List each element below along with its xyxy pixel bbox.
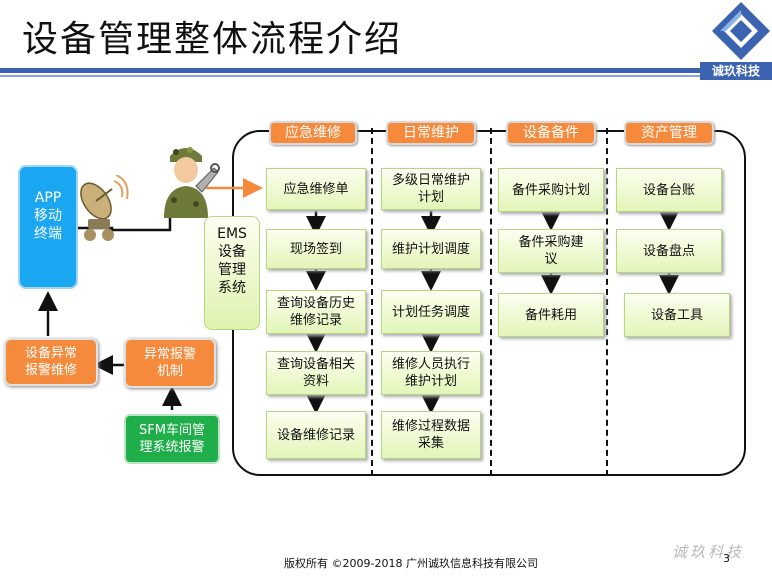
sfm-line-2: 理系统报警: [139, 440, 205, 455]
watermark: 诚玖科技: [672, 543, 745, 561]
copyright-footer: 版权所有 ©2009-2018 广州诚玖信息科技有限公司: [284, 557, 538, 570]
page-number: 3: [723, 552, 730, 565]
column-separator: [371, 128, 373, 476]
device-alarm-line-1: 设备异常: [24, 346, 77, 361]
step-emergency-order: 应急维修单: [266, 168, 366, 210]
column-separator: [606, 128, 608, 476]
page-title: 设备管理整体流程介绍: [22, 19, 403, 60]
alarm-mechanism-line-2: 机制: [156, 364, 183, 379]
header-asset-management: 资产管理: [624, 121, 714, 145]
step-data-collection: 维修过程数据采集: [381, 411, 481, 459]
sfm-system-box: SFM车间管 理系统报警: [124, 414, 220, 464]
step-query-history: 查询设备历史维修记录: [266, 290, 366, 334]
maintenance-worker-icon: [164, 147, 220, 218]
step-spare-plan: 备件采购计划: [498, 168, 604, 212]
logo-name: 诚玖科技: [700, 62, 772, 80]
alarm-mechanism-line-1: 异常报警: [143, 347, 196, 362]
step-site-checkin: 现场签到: [266, 229, 366, 269]
title-rule: [0, 68, 704, 73]
step-repair-record: 设备维修记录: [266, 411, 366, 459]
device-alarm-box: 设备异常 报警维修: [4, 338, 98, 386]
step-task-dispatch: 计划任务调度: [381, 290, 481, 334]
logo-icon: [712, 2, 770, 60]
step-query-docs: 查询设备相关资料: [266, 351, 366, 395]
app-line-2: 移动: [34, 208, 62, 224]
column-separator: [490, 128, 492, 476]
device-alarm-line-2: 报警维修: [24, 363, 77, 378]
step-device-tools: 设备工具: [624, 293, 730, 337]
ems-line-3: 管理: [218, 262, 246, 278]
step-asset-ledger: 设备台账: [616, 168, 722, 212]
ems-line-1: EMS: [217, 226, 247, 242]
app-line-3: 终端: [34, 226, 62, 242]
ems-line-4: 系统: [218, 280, 246, 296]
step-plan-dispatch: 维护计划调度: [381, 229, 481, 269]
header-daily-maintenance: 日常维护: [386, 121, 476, 145]
ems-system-box: EMS 设备 管理 系统: [204, 216, 260, 330]
step-daily-plan: 多级日常维护计划: [381, 168, 481, 210]
alarm-mechanism-box: 异常报警 机制: [124, 338, 216, 388]
header-emergency-repair: 应急维修: [269, 121, 357, 145]
header-spare-parts: 设备备件: [506, 121, 596, 145]
step-execute-plan: 维修人员执行维护计划: [381, 351, 481, 395]
sfm-line-1: SFM车间管: [139, 423, 205, 438]
title-rule-thin: [0, 75, 704, 77]
step-spare-usage: 备件耗用: [498, 293, 604, 337]
step-asset-inventory: 设备盘点: [616, 229, 722, 273]
step-spare-advice: 备件采购建议: [498, 229, 604, 273]
app-mobile-terminal: APP 移动 终端: [18, 165, 78, 289]
ems-line-2: 设备: [218, 244, 246, 260]
satellite-dish-icon: [80, 175, 129, 241]
app-line-1: APP: [34, 190, 62, 206]
company-logo: [710, 0, 772, 82]
